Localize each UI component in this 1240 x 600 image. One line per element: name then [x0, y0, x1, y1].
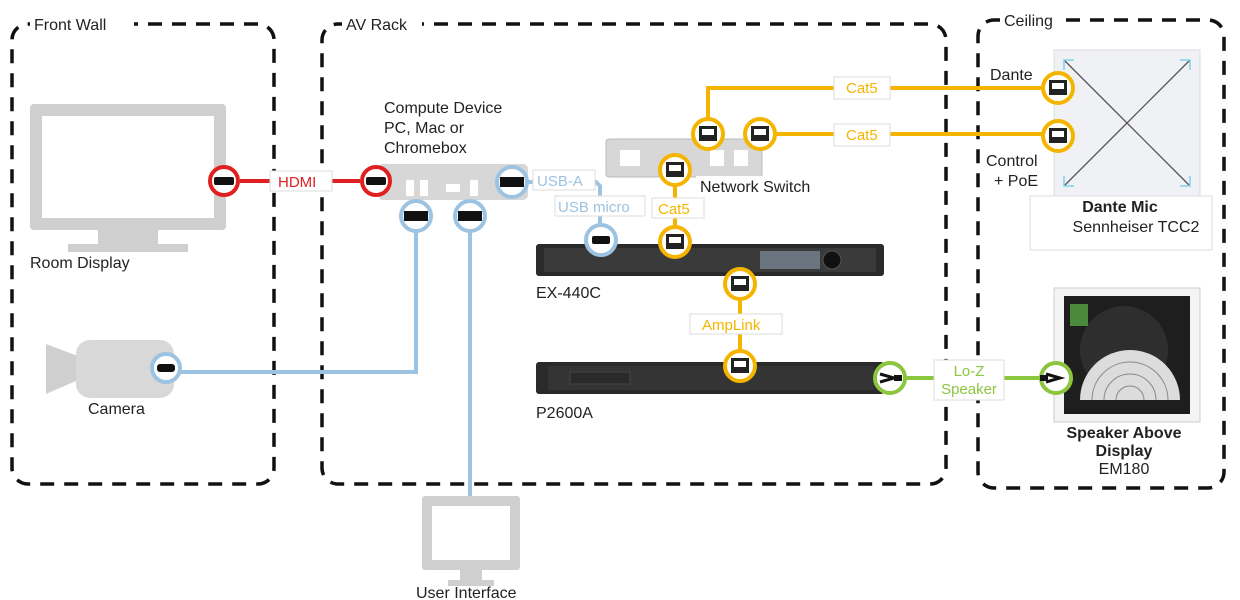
camera-icon: [46, 340, 174, 398]
zone-ceiling-label: Ceiling: [1004, 13, 1053, 30]
display-hdmi-port-icon: [208, 165, 240, 197]
camera-label: Camera: [88, 401, 145, 418]
usb-a-cable-label: USB-A: [537, 173, 583, 190]
compute-device-icon: [378, 164, 528, 200]
p2600a-rack-unit: [536, 362, 884, 394]
zone-av-rack-label: AV Rack: [346, 17, 408, 34]
zone-front-wall-label: Front Wall: [34, 17, 106, 34]
loz-cable-label-line1: Lo-Z: [954, 363, 985, 380]
cat5-cable-label-ex440c: Cat5: [658, 201, 690, 218]
compute-usb-a-port-icon: [495, 165, 529, 199]
zone-ceiling: Ceiling: [976, 10, 1226, 490]
network-switch-label: Network Switch: [700, 179, 810, 196]
ex440c-usb-micro-port-icon: [584, 223, 618, 257]
room-display-label: Room Display: [30, 255, 130, 272]
control-port-label-line1: Control: [986, 153, 1038, 170]
dante-mic-title: Dante Mic: [1082, 199, 1158, 216]
dante-port-label: Dante: [990, 67, 1033, 84]
compute-usb-port-right-icon: [453, 199, 487, 233]
usb-cables: [174, 180, 602, 496]
mic-dante-port-icon: [1041, 71, 1075, 105]
ex440c-label: EX-440C: [536, 285, 601, 302]
switch-port-3-icon: [658, 153, 692, 187]
loz-cable-label-line2: Speaker: [941, 381, 997, 398]
usb-micro-cable-label: USB micro: [558, 199, 630, 216]
amplink-cable-label: AmpLink: [702, 317, 761, 334]
switch-port-2-icon: [743, 117, 777, 151]
speaker-title-line2: Display: [1096, 443, 1153, 460]
ex440c-rack-unit: [536, 244, 884, 276]
compute-usb-port-left-icon: [399, 199, 433, 233]
compute-device-label-line2: PC, Mac or: [384, 120, 465, 137]
compute-device-label-line1: Compute Device: [384, 100, 502, 117]
cat5-cable-label-control: Cat5: [846, 127, 878, 144]
cat5-cable-label-dante: Cat5: [846, 80, 878, 97]
hdmi-cable-label: HDMI: [278, 174, 316, 191]
mic-control-port-icon: [1041, 119, 1075, 153]
p2600a-amplink-port-icon: [723, 349, 757, 383]
speaker-title-line1: Speaker Above: [1066, 425, 1181, 442]
zone-front-wall: Front Wall: [10, 14, 276, 486]
user-interface-icon: [422, 496, 520, 586]
control-port-label-line2: + PoE: [994, 173, 1038, 190]
p2600a-label: P2600A: [536, 405, 593, 422]
speaker-input-terminal-icon: [1039, 361, 1073, 395]
compute-device-label-line3: Chromebox: [384, 140, 467, 157]
dante-mic-model: Sennheiser TCC2: [1073, 219, 1200, 236]
ex440c-amplink-port-icon: [723, 267, 757, 301]
room-display-icon: [30, 104, 226, 252]
zone-av-rack: AV Rack: [320, 14, 948, 486]
switch-port-1-icon: [691, 117, 725, 151]
amp-speaker-terminal-icon: [873, 361, 907, 395]
ceiling-speaker-device: [1053, 287, 1201, 423]
user-interface-label: User Interface: [416, 585, 517, 600]
camera-usb-port-icon: [150, 352, 182, 384]
speaker-model: EM180: [1099, 461, 1150, 478]
dante-mic-device: [1053, 49, 1201, 197]
compute-hdmi-port-icon: [360, 165, 392, 197]
ex440c-network-port-icon: [658, 225, 692, 259]
